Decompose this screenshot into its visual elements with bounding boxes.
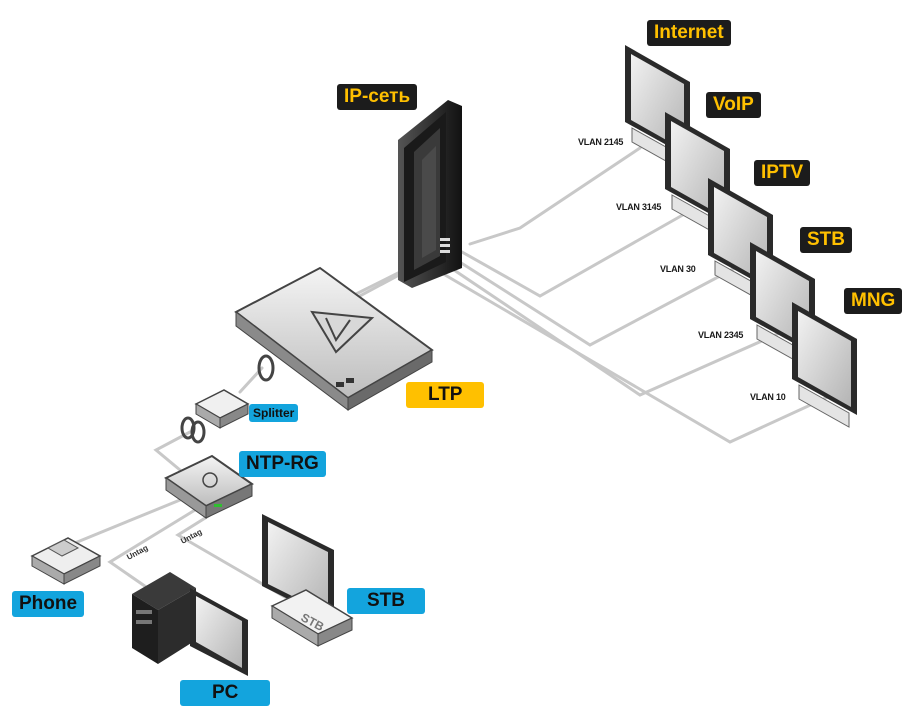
splitter-device-icon	[196, 390, 248, 428]
link-internet	[470, 148, 640, 244]
stb-box-icon: STB	[272, 590, 352, 646]
vlan-label-voip: VLAN 3145	[616, 202, 661, 212]
vlan-label-iptv: VLAN 30	[660, 264, 696, 274]
label-phone: Phone	[12, 591, 84, 617]
label-splitter: Splitter	[249, 404, 298, 422]
pc-device-icon	[132, 572, 248, 676]
label-ip-network: IP-сеть	[337, 84, 417, 110]
label-mng: MNG	[844, 288, 902, 314]
vlan-label-mng: VLAN 10	[750, 392, 786, 402]
phone-device-icon	[32, 538, 100, 584]
ltp-device-icon	[236, 268, 432, 410]
vlan-label-stb: VLAN 2345	[698, 330, 743, 340]
label-ltp: LTP	[406, 382, 484, 408]
label-pc: PC	[180, 680, 270, 706]
ip-network-switch-icon	[398, 100, 462, 288]
label-stb-top: STB	[800, 227, 852, 253]
label-ntp-rg: NTP-RG	[239, 451, 326, 477]
label-internet: Internet	[647, 20, 731, 46]
link-ntp-phone	[70, 500, 180, 545]
label-stb-bottom: STB	[347, 588, 425, 614]
vlan-label-internet: VLAN 2145	[578, 137, 623, 147]
label-voip: VoIP	[706, 92, 761, 118]
label-iptv: IPTV	[754, 160, 810, 186]
